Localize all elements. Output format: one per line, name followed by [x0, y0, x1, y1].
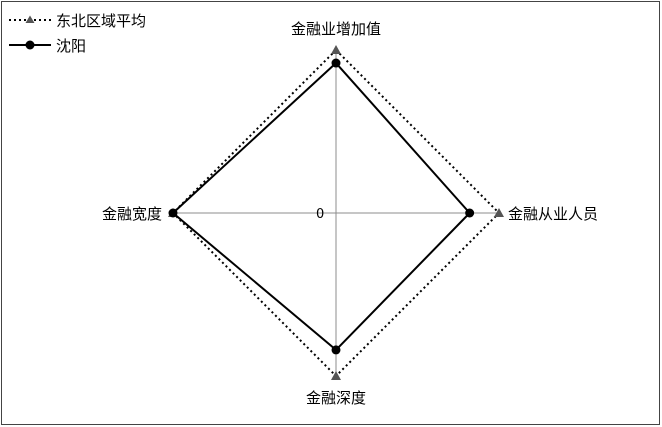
- legend-label-shenyang: 沈阳: [56, 37, 86, 55]
- legend-label-regional-average: 东北区域平均: [56, 12, 146, 30]
- legend: 东北区域平均 沈阳: [9, 12, 146, 55]
- marker-regional-average-right: [494, 208, 504, 217]
- marker-shenyang-left: [168, 208, 178, 218]
- legend-marker-triangle: [25, 15, 35, 23]
- radar-series-layer: [168, 45, 504, 380]
- marker-regional-average-top: [331, 45, 341, 54]
- marker-shenyang-top: [331, 58, 341, 68]
- axis-label-left: 金融宽度: [102, 205, 162, 223]
- legend-marker-circle: [25, 40, 35, 50]
- center-zero-label: 0: [316, 207, 324, 222]
- axis-label-bottom: 金融深度: [306, 389, 366, 407]
- axis-label-right: 金融从业人员: [508, 205, 598, 223]
- marker-regional-average-bottom: [331, 371, 341, 380]
- marker-shenyang-bottom: [331, 345, 341, 355]
- marker-shenyang-right: [465, 208, 475, 218]
- axis-label-top: 金融业增加值: [291, 20, 381, 38]
